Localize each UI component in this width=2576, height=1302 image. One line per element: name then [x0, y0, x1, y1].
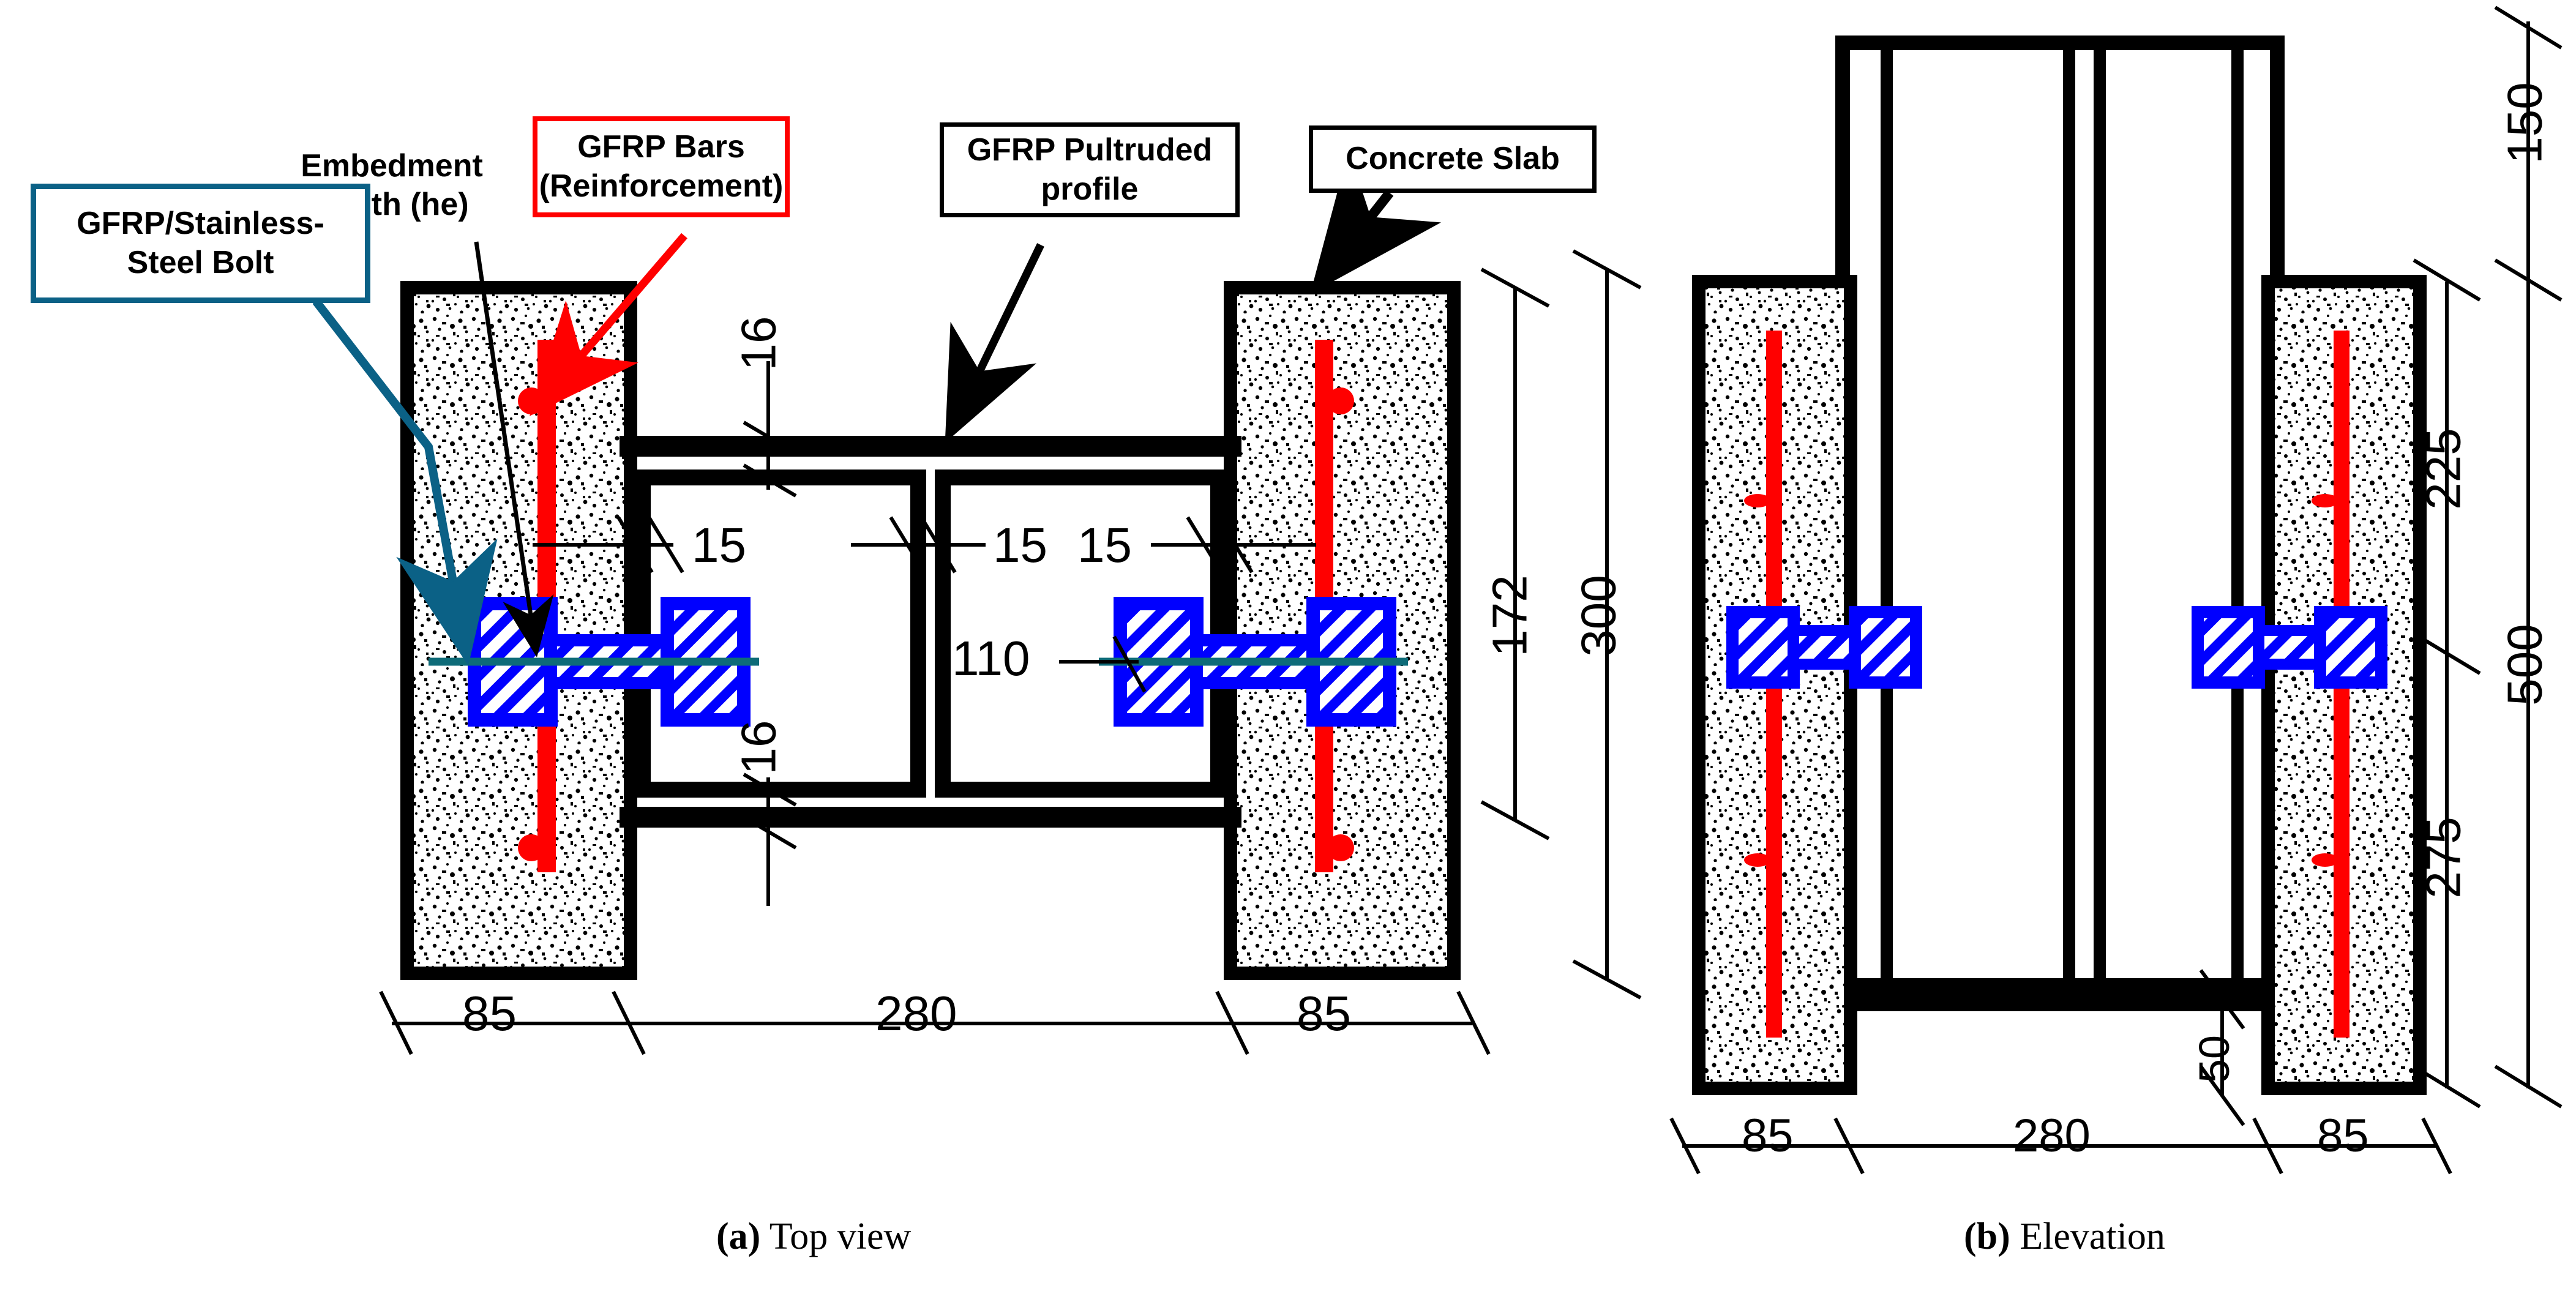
dim-elev-upper-segment: 225: [2416, 428, 2471, 510]
dim-elev-slab-height: 500: [2497, 624, 2552, 706]
callout-concrete-slab-label: Concrete Slab: [1346, 141, 1560, 177]
dim-web-gap-mid-right: 15: [1077, 518, 1132, 572]
dim-web-gap-left: 15: [692, 518, 746, 572]
caption-elevation: (b) Elevation: [1964, 1215, 2165, 1259]
callout-gfrp-profile-label: GFRP Pultruded profile: [967, 132, 1213, 207]
leader-bolt: [312, 298, 498, 666]
callout-concrete-slab[interactable]: Concrete Slab: [1309, 125, 1597, 193]
callout-leader-lines: [312, 149, 1442, 666]
elevation-dimension-lines: [1669, 6, 2563, 1175]
elevation-gfrp-pultruded-profile: [1835, 36, 2285, 1011]
dim-web-gap-mid-left: 15: [993, 518, 1047, 572]
dim-elev-bottom-offset: 50: [2190, 1035, 2238, 1083]
dim-elev-slab-right-width: 85: [2317, 1110, 2369, 1162]
dim-top-slab-left-width: 85: [462, 986, 517, 1041]
caption-top-view-prefix: (a): [716, 1216, 761, 1257]
elevation-bolt-left: [1726, 606, 1922, 689]
dim-elev-profile-width: 280: [2013, 1110, 2091, 1162]
callout-bolt[interactable]: GFRP/Stainless- Steel Bolt: [31, 184, 370, 303]
dim-elev-top-overhang: 150: [2497, 82, 2552, 164]
caption-elevation-text: Elevation: [2020, 1216, 2165, 1257]
caption-top-view-text: Top view: [769, 1216, 912, 1257]
dim-top-profile-width: 280: [875, 986, 957, 1041]
caption-top-view: (a) Top view: [716, 1215, 911, 1259]
dim-bolt-spacing: 110: [952, 631, 1030, 686]
top-view-bolt-right: [1099, 597, 1408, 727]
dim-slab-depth: 300: [1571, 575, 1626, 657]
elevation-view-graphics: [1669, 6, 2563, 1175]
leader-concrete-slab: [1310, 149, 1442, 294]
leader-gfrp-profile: [945, 243, 1044, 443]
leader-gfrp-bars: [530, 233, 687, 416]
top-view-gfrp-pultruded-profile: [620, 436, 1241, 828]
dim-elev-lower-segment: 275: [2416, 817, 2471, 899]
dim-top-slab-right-width: 85: [1297, 986, 1351, 1041]
elevation-bolt-right: [2192, 606, 2387, 689]
top-view-dimension-lines: [379, 249, 1642, 1055]
dim-flange-thickness-bottom: 16: [731, 720, 786, 775]
callout-gfrp-bars-label: GFRP Bars (Reinforcement): [539, 129, 784, 204]
dim-flange-thickness-top: 16: [731, 316, 786, 371]
leader-embedment-depth: [474, 241, 554, 657]
caption-elevation-prefix: (b): [1964, 1216, 2010, 1257]
dim-elev-slab-left-width: 85: [1742, 1110, 1794, 1162]
callout-gfrp-profile[interactable]: GFRP Pultruded profile: [940, 122, 1240, 217]
dim-profile-depth: 172: [1482, 575, 1537, 657]
callout-bolt-label: GFRP/Stainless- Steel Bolt: [77, 206, 324, 280]
callout-gfrp-bars[interactable]: GFRP Bars (Reinforcement): [533, 116, 790, 217]
